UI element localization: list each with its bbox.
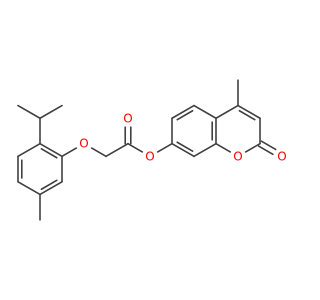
bond [215, 104, 239, 120]
bond [40, 148, 58, 159]
atom-label-ether-o: O [79, 137, 88, 151]
bond [237, 104, 261, 120]
atom-label-ring-o: O [233, 149, 242, 163]
bond [61, 147, 78, 158]
bond [105, 142, 129, 158]
atom-label-layer: O O O O O [79, 111, 286, 163]
molecule-structure: O O O O O [17, 79, 287, 221]
bond [257, 145, 274, 156]
bond [238, 109, 256, 121]
atom-label-ester-o-bridge: O [145, 149, 154, 163]
bond [40, 179, 58, 191]
bond-layer [17, 79, 277, 221]
atom-label-ester-o-carbonyl: O [123, 111, 132, 125]
bond [90, 147, 107, 158]
bond [17, 104, 41, 120]
bond [39, 104, 63, 120]
bond [39, 180, 63, 196]
bond [17, 142, 41, 158]
bond [215, 142, 232, 153]
bond [260, 140, 277, 151]
structure-canvas: O O O O O [17, 79, 287, 221]
bond [127, 142, 144, 153]
atom-label-lactone-o-carbonyl: O [277, 149, 286, 163]
bond [176, 109, 194, 121]
bond [193, 142, 217, 158]
bond [39, 142, 63, 158]
bond [171, 104, 195, 120]
bond [17, 180, 41, 196]
bond [176, 141, 194, 152]
bond [156, 142, 173, 153]
bond [244, 142, 261, 153]
bond [193, 104, 217, 120]
bond [171, 142, 195, 158]
